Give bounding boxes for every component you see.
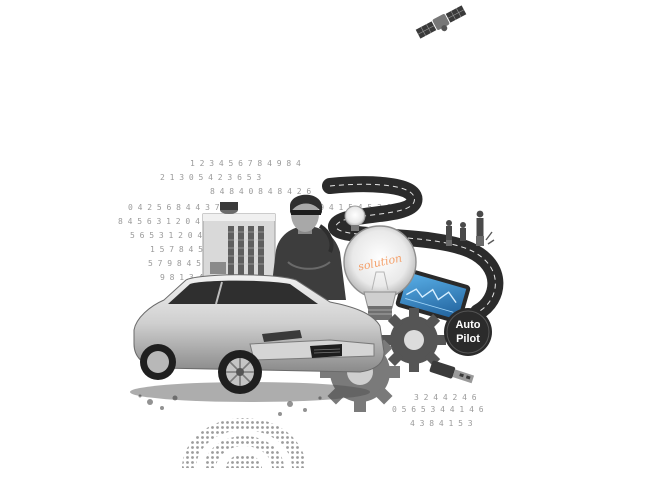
usb-plug-illustration [429, 360, 475, 384]
digit-row: 8 4 8 4 0 8 4 8 4 2 6 [210, 187, 311, 196]
small-bulb-illustration [344, 205, 366, 231]
digit-row: 5 6 5 3 1 2 0 4 8 6 3 [130, 231, 231, 240]
server-rack-illustration [202, 202, 276, 279]
badge-line-pilot: Pilot [456, 333, 480, 345]
digit-row: 5 7 9 8 4 5 2 6 3 3 [148, 259, 240, 268]
splatter-texture [138, 394, 322, 416]
digit-row: 8 4 5 6 3 1 2 0 4 8 [118, 217, 210, 226]
gear-icon [382, 308, 446, 372]
people-figures-illustration [446, 210, 495, 246]
badge-line-auto: Auto [455, 319, 480, 331]
road-illustration [322, 176, 504, 320]
digit-row: 4 4 9 4 1 5 4 5 2 9 [300, 203, 392, 212]
digit-row: 0 5 6 5 3 4 4 1 4 6 [392, 405, 484, 414]
digit-row: 1 5 7 8 4 5 1 2 0 3 8 [150, 245, 251, 254]
satellite-icon [415, 5, 467, 39]
car-illustration [130, 274, 385, 402]
digit-row: 2 1 3 0 5 4 2 3 6 5 3 [160, 173, 261, 182]
digit-row: 0 4 2 5 6 8 4 4 3 7 1 [128, 203, 229, 212]
wifi-signal-icon [182, 418, 306, 468]
digit-row: 4 3 8 4 1 5 3 [410, 419, 473, 428]
light-bulb-illustration: solution [343, 225, 417, 320]
digit-row: 1 2 3 4 5 6 7 8 4 9 8 4 [190, 159, 301, 168]
digit-background: 1 2 3 4 5 6 7 8 4 9 8 4 2 1 3 0 5 4 2 3 … [118, 159, 484, 428]
autopilot-badge: Auto Pilot [444, 308, 492, 356]
digit-row: 3 2 4 4 2 4 6 [414, 393, 477, 402]
